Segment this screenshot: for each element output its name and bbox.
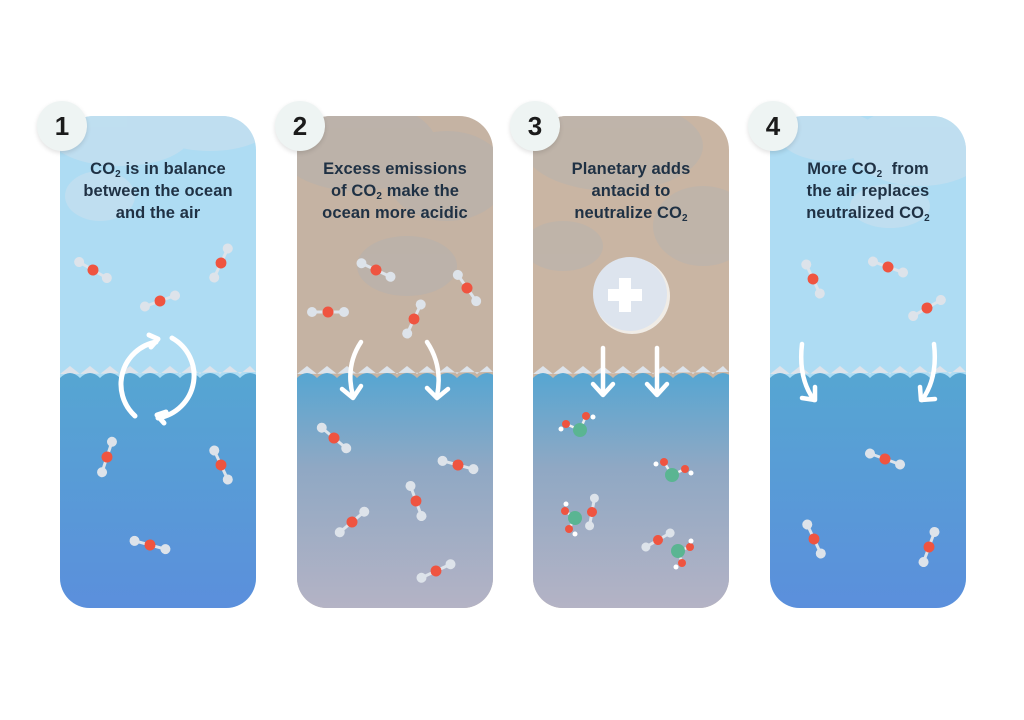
step-badge-3: 3 <box>510 101 560 151</box>
panel-3-scene <box>533 116 729 608</box>
smog-cloud-icon <box>297 116 493 296</box>
co2-molecules <box>74 243 233 555</box>
cloud-icon <box>780 116 966 228</box>
panel-4-caption: More CO2 from the air replaces neutraliz… <box>806 160 930 224</box>
curved-down-arrows-icon <box>799 341 938 403</box>
panel-1-balance: CO2 is in balance between the ocean and … <box>60 116 256 608</box>
panel-2-excess-emissions: Excess emissions of CO2 make the ocean m… <box>297 116 493 608</box>
cloud-icon <box>60 116 256 221</box>
panel-4-replacement: More CO2 from the air replaces neutraliz… <box>770 116 966 608</box>
step-badge-2: 2 <box>275 101 325 151</box>
curved-down-arrows-icon <box>339 339 451 401</box>
antacid-tablet-icon <box>593 257 670 334</box>
neutralized-molecules <box>558 412 694 570</box>
panel-3-caption: Planetary adds antacid to neutralize CO2 <box>571 160 691 224</box>
panel-1-scene <box>60 116 256 608</box>
panel-1-caption: CO2 is in balance between the ocean and … <box>83 160 233 222</box>
step-badge-1: 1 <box>37 101 87 151</box>
down-arrows-icon <box>590 345 670 398</box>
cycle-arrows-icon <box>118 332 197 426</box>
waves <box>60 366 256 374</box>
panel-4-scene <box>770 116 966 608</box>
panel-2-caption: Excess emissions of CO2 make the ocean m… <box>322 160 468 222</box>
step-badge-4: 4 <box>748 101 798 151</box>
panel-2-scene <box>297 116 493 608</box>
panel-3-antacid: Planetary adds antacid to neutralize CO2 <box>533 116 729 608</box>
